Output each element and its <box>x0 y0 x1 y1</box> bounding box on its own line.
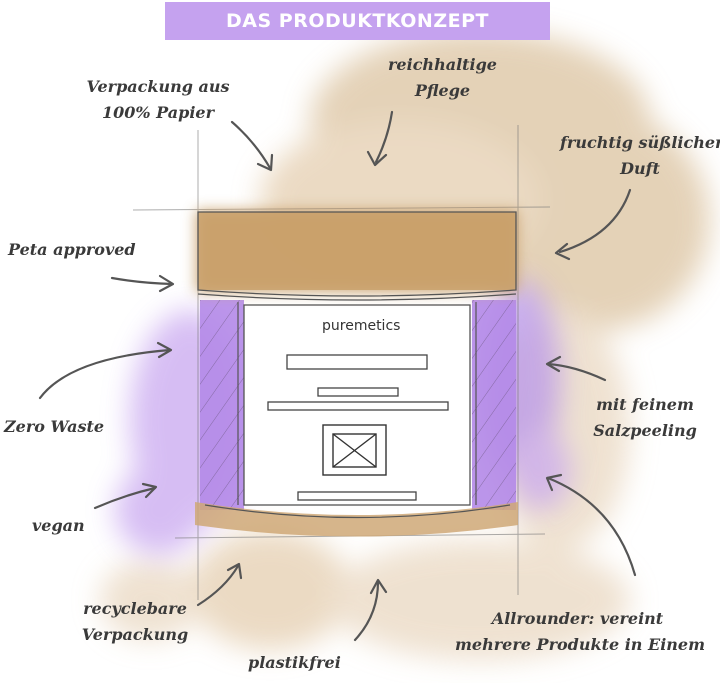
note-all-rounder: Allrounder: vereint mehrere Produkte in … <box>455 609 706 654</box>
note-vegan: vegan <box>32 516 85 535</box>
label-text-line <box>317 387 399 397</box>
note-peta: Peta approved <box>8 240 136 259</box>
hand-drawn-arrow-icon <box>38 110 637 642</box>
note-zero-waste: Zero Waste <box>4 417 105 436</box>
brand-name: puremetics <box>322 318 401 334</box>
jar-label <box>243 304 471 506</box>
note-recyclable: recyclebare Verpackung <box>81 599 189 644</box>
note-fruity-scent: fruchtig süßlicher Duft <box>560 133 720 178</box>
title-banner: DAS PRODUKTKONZEPT <box>165 2 550 40</box>
page-title: DAS PRODUKTKONZEPT <box>226 10 489 32</box>
label-text-line <box>297 491 417 501</box>
jar-lid <box>196 210 518 301</box>
note-salt-peeling: mit feinem Salzpeeling <box>593 395 697 440</box>
note-plastic-free: plastikfrei <box>248 653 341 672</box>
note-rich-care: reichhaltige Pflege <box>388 55 497 100</box>
image-placeholder-icon <box>322 424 387 476</box>
note-packaging-paper: Verpackung aus 100% Papier <box>86 77 230 122</box>
jar <box>195 210 518 537</box>
label-text-line <box>286 354 428 370</box>
jar-bottom-band <box>195 502 518 537</box>
label-text-line <box>267 401 449 411</box>
